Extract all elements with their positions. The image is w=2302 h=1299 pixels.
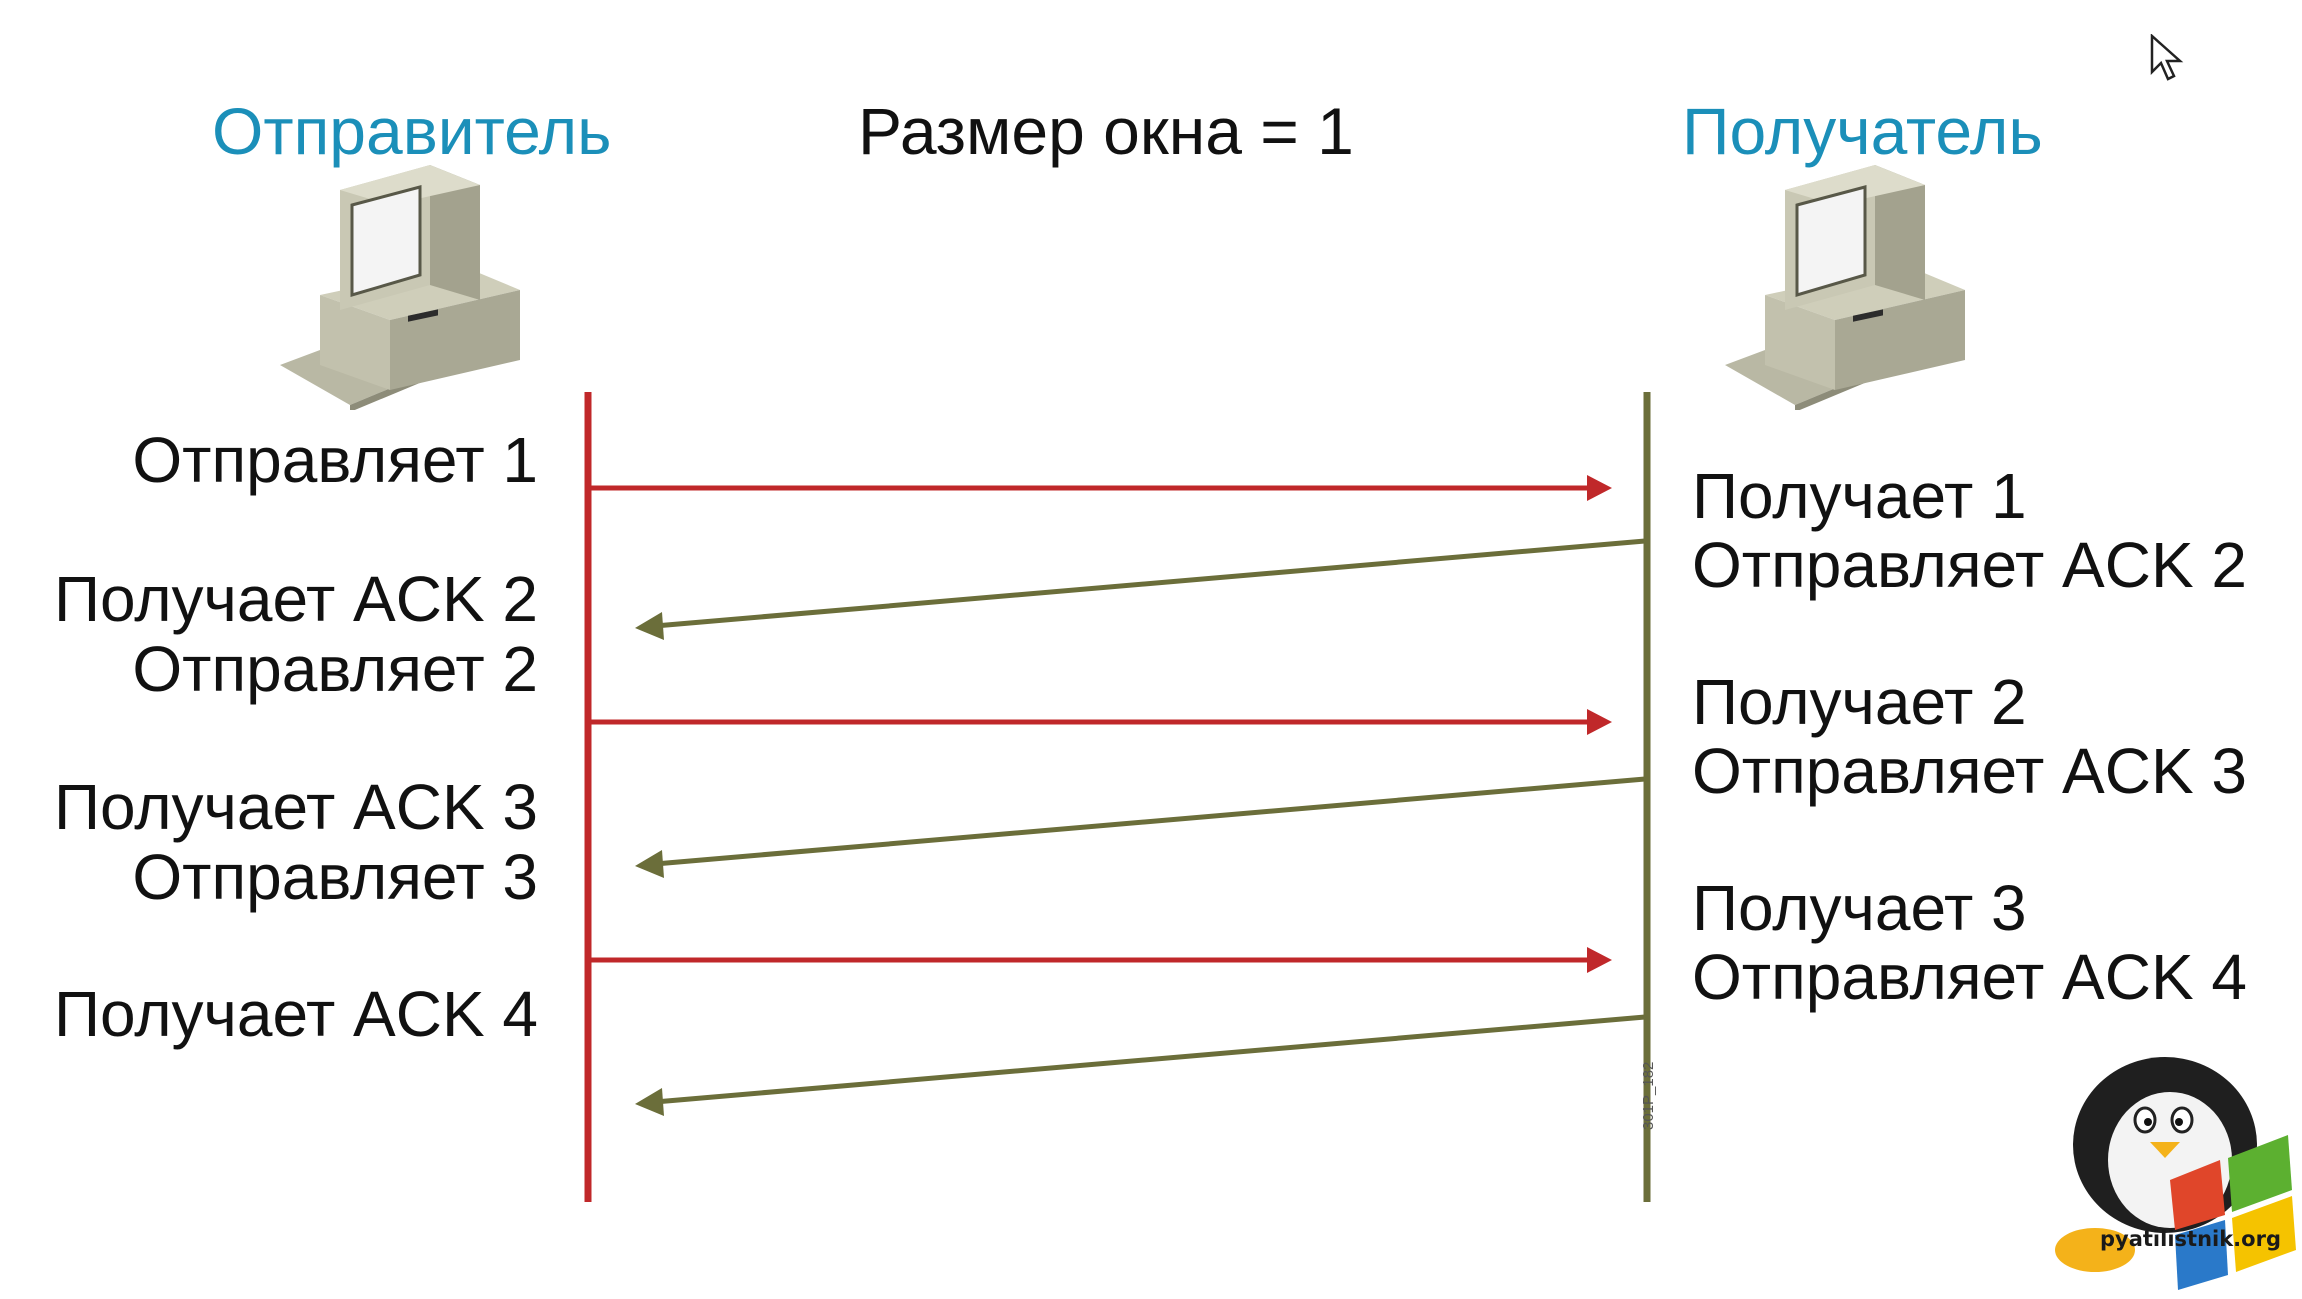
sender-event: Отправляет 3 bbox=[132, 841, 538, 913]
ack-arrow-2-head bbox=[635, 612, 664, 640]
receiver-event: Получает 1 bbox=[1692, 460, 2027, 532]
receiver-event: Отправляет ACK 2 bbox=[1692, 529, 2247, 601]
receiver-event: Получает 3 bbox=[1692, 872, 2027, 944]
computer-icon bbox=[1725, 165, 1965, 410]
cursor-icon bbox=[2150, 34, 2184, 81]
sender-event: Получает ACK 3 bbox=[54, 771, 538, 843]
sender-event: Получает ACK 4 bbox=[54, 978, 538, 1050]
data-arrow-2-head bbox=[1587, 709, 1612, 735]
ack-arrow-4 bbox=[654, 1014, 1646, 1105]
computer-icon bbox=[280, 165, 520, 410]
data-arrow-3-head bbox=[1587, 947, 1612, 973]
sender-event: Отправляет 1 bbox=[132, 424, 538, 496]
window-size-title: Размер окна = 1 bbox=[858, 94, 1354, 168]
logo-text: pyatilistnik.org bbox=[2100, 1227, 2281, 1251]
receiver-event: Отправляет ACK 3 bbox=[1692, 735, 2247, 807]
sender-title: Отправитель bbox=[212, 94, 612, 168]
receiver-title: Получатель bbox=[1682, 94, 2043, 168]
ack-arrow-3 bbox=[654, 776, 1646, 867]
data-arrow-1-head bbox=[1587, 475, 1612, 501]
figure-code: 301P_182 bbox=[1640, 1061, 1657, 1130]
ack-arrow-2 bbox=[654, 538, 1646, 629]
penguin-logo-icon bbox=[2055, 1057, 2296, 1290]
ack-arrow-4-head bbox=[635, 1088, 664, 1116]
ack-arrow-3-head bbox=[635, 850, 664, 878]
receiver-event: Отправляет ACK 4 bbox=[1692, 941, 2247, 1013]
sender-event: Отправляет 2 bbox=[132, 633, 538, 705]
receiver-event: Получает 2 bbox=[1692, 666, 2027, 738]
sender-event: Получает ACK 2 bbox=[54, 563, 538, 635]
